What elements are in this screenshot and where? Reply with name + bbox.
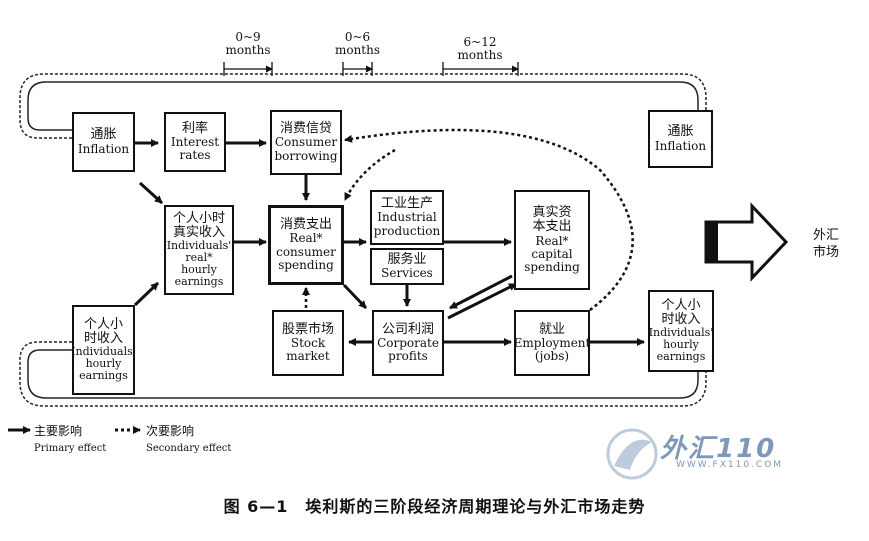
label-zh2: 时收入 xyxy=(83,330,123,346)
label-en1: Consumer xyxy=(274,135,338,150)
label-zh: 消费信贷 xyxy=(279,121,332,137)
label-en2: hourly xyxy=(85,357,122,371)
legend-secondary-en: Secondary effect xyxy=(146,443,232,454)
legend-primary-zh: 主要影响 xyxy=(34,424,83,438)
box-services: 服务业 Services xyxy=(370,248,444,285)
label-en2: consumer xyxy=(276,244,336,259)
label-en2: borrowing xyxy=(274,148,338,163)
box-stock-market: 股票市场 Stock market xyxy=(272,310,344,376)
label-en1: Employment xyxy=(513,335,591,350)
label-en2: (jobs) xyxy=(534,349,570,364)
label-zh2: 时收入 xyxy=(661,311,701,327)
box-consumer-borrowing: 消费信贷 Consumer borrowing xyxy=(270,110,342,175)
label-zh: 公司利润 xyxy=(381,321,434,337)
primary-arrows xyxy=(133,139,645,346)
bottom-cycle-loop xyxy=(19,341,707,407)
label-en1: Real* xyxy=(535,233,569,248)
label-en1: Individuals' xyxy=(648,326,714,340)
secondary-arrows xyxy=(302,128,634,311)
legend-secondary: 次要影响 xyxy=(146,422,194,439)
timing-range-2: 0~6 xyxy=(344,30,371,44)
box-real-income-bottom-right: 个人小 时收入 Individuals' hourly earnings xyxy=(648,290,714,372)
label-en2: capital xyxy=(531,246,573,261)
label-en: Inflation xyxy=(77,141,130,156)
label-en1: Interest xyxy=(170,134,220,149)
label-en3: spending xyxy=(524,259,580,274)
box-industrial-production: 工业生产 Industrial production xyxy=(370,190,444,245)
timing-unit-2: months xyxy=(334,42,381,57)
timing-range-3: 6~12 xyxy=(463,35,497,49)
label-zh: 就业 xyxy=(538,321,565,337)
timing-label-2: 0~6 months xyxy=(330,31,385,56)
label-en: Inflation xyxy=(654,138,707,153)
label-zh1: 真实资 xyxy=(532,204,572,220)
label-zh1: 个人小时 xyxy=(172,210,225,226)
label-en3: earnings xyxy=(656,350,706,364)
label-en2: hourly xyxy=(663,338,699,352)
box-real-income-top: 个人小时 真实收入 Individuals' real* hourly earn… xyxy=(164,205,234,295)
timing-unit-1: months xyxy=(225,42,271,57)
watermark-url: WWW.FX110.COM xyxy=(676,460,784,470)
fx-market-label: 外汇 市场 xyxy=(806,228,846,262)
label-en2: production xyxy=(373,223,441,238)
timing-label-3: 6~12 months xyxy=(450,36,510,61)
label-en2: rates xyxy=(179,148,211,163)
timing-label-1: 0~9 months xyxy=(224,31,272,56)
box-inflation-right: 通胀 Inflation xyxy=(648,110,713,168)
box-employment: 就业 Employment (jobs) xyxy=(514,310,590,376)
label-en1: Individuals' xyxy=(166,239,232,253)
label-en3: earnings xyxy=(174,275,224,289)
top-cycle-loop xyxy=(19,73,707,139)
label-en1: Individuals' xyxy=(71,345,136,359)
box-corporate-profits: 公司利润 Corporate profits xyxy=(372,310,444,376)
label-zh1: 个人小 xyxy=(83,316,123,332)
label-en1: Real* xyxy=(289,231,323,246)
label-zh: 利率 xyxy=(181,120,208,136)
label-en3: spending xyxy=(278,257,334,272)
legend-primary-en: Primary effect xyxy=(34,443,107,454)
label-en: Services xyxy=(381,266,433,281)
timing-unit-3: months xyxy=(457,47,503,62)
label-en1: Stock xyxy=(290,335,326,350)
legend-primary: 主要影响 xyxy=(34,422,82,439)
box-real-income-bottom-left: 个人小 时收入 Individuals' hourly earnings xyxy=(71,305,136,395)
label-zh: 服务业 xyxy=(387,251,427,267)
fx-market-line2: 市场 xyxy=(812,244,839,260)
fx-market-line1: 外汇 xyxy=(812,228,839,243)
label-zh2: 本支出 xyxy=(532,219,572,235)
figure-caption: 图 6—1 埃利斯的三阶段经济周期理论与外汇市场走势 xyxy=(223,497,646,516)
box-real-capital-spending: 真实资 本支出 Real* capital spending xyxy=(514,190,590,290)
box-real-consumer-spending: 消费支出 Real* consumer spending xyxy=(268,205,344,285)
label-zh: 通胀 xyxy=(90,127,117,143)
label-zh: 通胀 xyxy=(667,124,694,140)
timing-range-1: 0~9 xyxy=(235,30,261,44)
label-zh: 工业生产 xyxy=(380,196,433,212)
label-zh2: 真实收入 xyxy=(172,224,225,240)
watermark-logo-icon xyxy=(606,428,658,480)
box-inflation-left: 通胀 Inflation xyxy=(72,112,135,172)
label-zh: 股票市场 xyxy=(281,321,334,337)
label-en2: profits xyxy=(388,349,428,364)
watermark-brand: 外汇110 xyxy=(660,434,777,464)
label-en1: Industrial xyxy=(377,210,437,225)
label-en1: Corporate xyxy=(377,335,439,350)
legend-secondary-zh: 次要影响 xyxy=(146,424,195,438)
box-interest-rates: 利率 Interest rates xyxy=(164,112,226,172)
label-en2: market xyxy=(286,349,330,364)
label-en2: real* hourly xyxy=(181,251,217,277)
label-zh1: 个人小 xyxy=(661,297,701,313)
label-en3: earnings xyxy=(79,369,128,383)
label-zh: 消费支出 xyxy=(279,217,332,233)
